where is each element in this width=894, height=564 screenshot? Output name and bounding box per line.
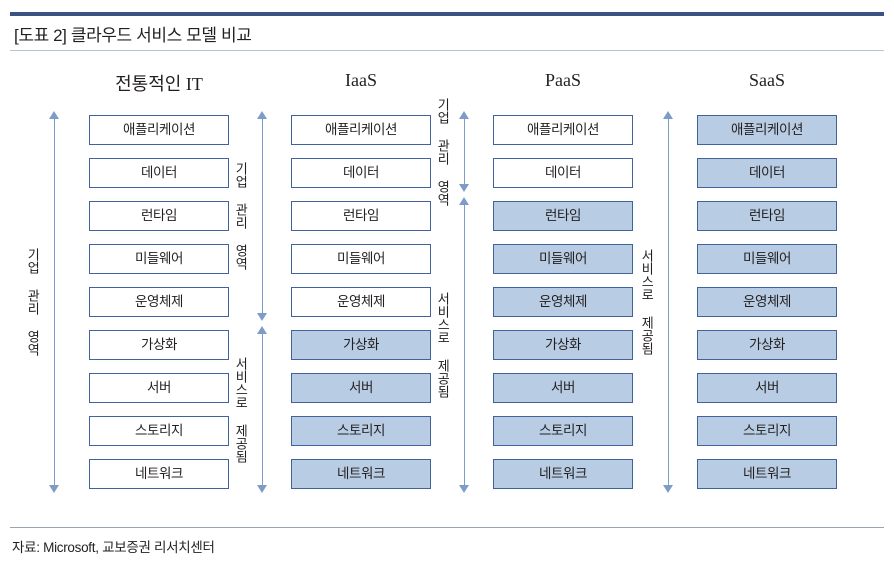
column-header-iaas: IaaS (345, 70, 377, 90)
footer-divider-rule (10, 527, 884, 528)
service-scope-label: 서비스로 제공됨 (233, 356, 249, 463)
service-scope-arrow (662, 111, 675, 493)
service-scope-label: 서비스로 제공됨 (435, 292, 451, 398)
arrow-shaft (262, 117, 264, 315)
arrow-shaft (668, 117, 670, 487)
layer-box: 서버 (291, 373, 431, 403)
layer-box: 미들웨어 (493, 244, 633, 274)
source-note: 자료: Microsoft, 교보증권 리서치센터 (12, 540, 215, 555)
figure-title: [도표 2] 클라우드 서비스 모델 비교 (14, 26, 252, 45)
layer-box: 가상화 (493, 330, 633, 360)
arrow-head-down-icon (257, 485, 267, 493)
arrow-shaft (464, 117, 466, 186)
layer-box: 런타임 (493, 201, 633, 231)
managed-scope-label: 기업 관리 영역 (435, 97, 451, 206)
layer-box: 네트워크 (493, 459, 633, 489)
arrow-head-up-icon (459, 197, 469, 205)
layer-box: 미들웨어 (697, 244, 837, 274)
arrow-head-up-icon (663, 111, 673, 119)
layer-box: 스토리지 (89, 416, 229, 446)
layer-box: 서버 (493, 373, 633, 403)
layer-box: 네트워크 (89, 459, 229, 489)
layer-box: 운영체제 (89, 287, 229, 317)
layer-box: 미들웨어 (89, 244, 229, 274)
managed-scope-arrow (458, 111, 471, 192)
layer-box: 가상화 (89, 330, 229, 360)
layer-box: 운영체제 (493, 287, 633, 317)
layer-box: 데이터 (89, 158, 229, 188)
layer-box: 서버 (89, 373, 229, 403)
service-scope-label: 서비스로 제공됨 (639, 249, 655, 355)
arrow-head-up-icon (257, 326, 267, 334)
layer-box: 애플리케이션 (89, 115, 229, 145)
arrow-head-down-icon (257, 313, 267, 321)
layer-box: 데이터 (697, 158, 837, 188)
layer-box: 런타임 (697, 201, 837, 231)
managed-scope-label: 기업 관리 영역 (233, 162, 249, 270)
column-header-paas: PaaS (545, 70, 581, 90)
layer-box: 데이터 (493, 158, 633, 188)
layer-box: 운영체제 (291, 287, 431, 317)
layer-box: 애플리케이션 (697, 115, 837, 145)
arrow-shaft (262, 332, 264, 487)
arrow-head-down-icon (49, 485, 59, 493)
managed-scope-arrow (256, 111, 269, 321)
layer-box: 네트워크 (291, 459, 431, 489)
layer-box: 런타임 (89, 201, 229, 231)
arrow-shaft (464, 203, 466, 487)
layer-box: 네트워크 (697, 459, 837, 489)
layer-box: 스토리지 (697, 416, 837, 446)
managed-scope-arrow (48, 111, 61, 493)
header-accent-rule (10, 12, 884, 16)
header-divider-rule (10, 50, 884, 51)
layer-box: 가상화 (291, 330, 431, 360)
layer-box: 런타임 (291, 201, 431, 231)
layer-box: 서버 (697, 373, 837, 403)
arrow-head-down-icon (459, 184, 469, 192)
arrow-head-down-icon (459, 485, 469, 493)
service-scope-arrow (256, 326, 269, 493)
layer-box: 애플리케이션 (291, 115, 431, 145)
service-scope-arrow (458, 197, 471, 493)
arrow-head-up-icon (459, 111, 469, 119)
layer-box: 미들웨어 (291, 244, 431, 274)
arrow-head-down-icon (663, 485, 673, 493)
arrow-head-up-icon (257, 111, 267, 119)
layer-box: 데이터 (291, 158, 431, 188)
layer-box: 스토리지 (291, 416, 431, 446)
layer-box: 가상화 (697, 330, 837, 360)
managed-scope-label: 기업 관리 영역 (25, 248, 41, 356)
column-header-전통적인-it: 전통적인 IT (115, 74, 203, 94)
layer-box: 운영체제 (697, 287, 837, 317)
arrow-head-up-icon (49, 111, 59, 119)
column-header-saas: SaaS (749, 70, 785, 90)
layer-box: 스토리지 (493, 416, 633, 446)
layer-box: 애플리케이션 (493, 115, 633, 145)
arrow-shaft (54, 117, 56, 487)
